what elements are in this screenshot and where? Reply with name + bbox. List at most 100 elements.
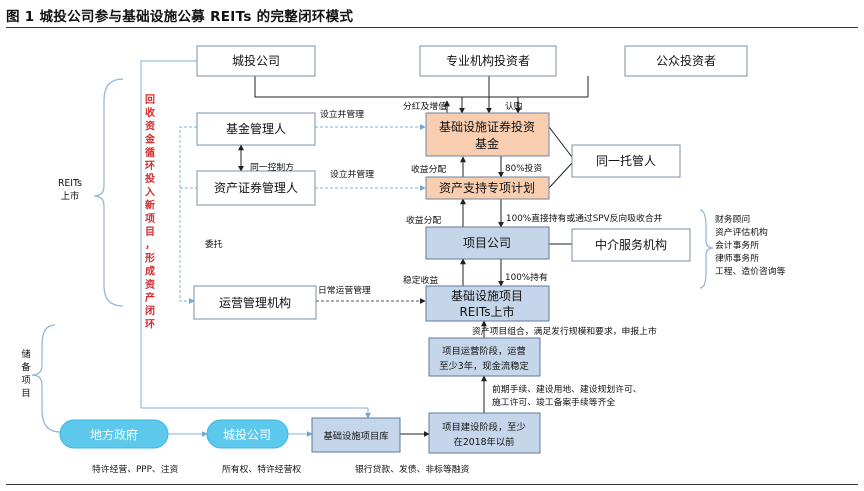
bottom-rule [6, 484, 858, 485]
recovery-char: 环 [145, 160, 155, 172]
subscribe-label: 认购 [505, 100, 523, 112]
infra-project-label-2: REITs上市 [459, 304, 514, 319]
pro-investor-box: 专业机构投资者 [419, 45, 557, 77]
bottom-finance-label: 银行贷款、发债、非标等融资 [355, 463, 470, 475]
recovery-char: 资 [145, 278, 155, 291]
recovery-char: 回 [145, 94, 155, 106]
reserve-project-brace [31, 324, 61, 433]
fund-manager-box: 基金管理人 [196, 112, 316, 146]
reits-listing-label-2: 上市 [61, 190, 80, 202]
custodian-to-fund-line [548, 126, 573, 158]
local-gov-pill: 地方政府 [59, 419, 169, 449]
figure-title: 图 1 城投公司参与基础设施公募 REITs 的完整闭环模式 [6, 9, 354, 25]
recovery-char: 形 [145, 252, 155, 264]
stable-income-label: 稳定收益 [403, 274, 438, 286]
recovery-char: 项 [145, 213, 155, 225]
reits-listing-brace [93, 78, 124, 307]
abs-manager-box: 资产证券管理人 [196, 170, 316, 206]
intermediary-list-item: 财务顾问 [715, 213, 750, 225]
recovery-char: 闭 [145, 304, 155, 317]
project-company-label: 项目公司 [463, 236, 511, 250]
build-stage-box: 项目建设阶段，至少 在2018年以前 [428, 412, 541, 454]
intermediary-list-item: 资产评估机构 [715, 226, 768, 238]
setup-manage-label-1: 设立并管理 [320, 108, 364, 120]
public-investor-box: 公众投资者 [624, 45, 748, 77]
pro-investor-label: 专业机构投资者 [446, 53, 530, 68]
income-dist-label-1: 收益分配 [411, 163, 446, 175]
same-custodian-box: 同一托管人 [571, 144, 681, 178]
intermediary-brace [699, 209, 714, 289]
custodian-to-plan-line [548, 162, 573, 189]
recovery-char: ， [145, 240, 155, 251]
reserve-project-char: 项 [21, 375, 30, 386]
dividend-label: 分红及增值 [403, 100, 447, 112]
entrust-label: 委托 [205, 238, 223, 250]
top-rule [6, 27, 858, 28]
bottom-gov-label: 特许经营、PPP、注资 [92, 463, 178, 475]
abs-plan-label: 资产支持专项计划 [439, 180, 535, 195]
entrust-dashed-line [179, 126, 197, 304]
ops-stage-label-1: 项目运营阶段，运营 [442, 345, 526, 357]
ops-stage-label-2: 至少3年，现金流稳定 [439, 360, 529, 372]
reserve-project-char: 备 [21, 361, 31, 373]
hold-100-label: 100%持有 [505, 271, 548, 283]
daily-ops-label: 日常运营管理 [318, 284, 371, 296]
recovery-char: 产 [145, 291, 155, 304]
project-pool-label: 基础设施项目库 [323, 430, 388, 442]
recovery-char: 循 [145, 146, 155, 159]
invest-80-label: 80%投资 [505, 162, 542, 174]
local-gov-label: 地方政府 [90, 427, 138, 442]
project-company-box: 项目公司 [425, 226, 550, 260]
same-custodian-label: 同一托管人 [596, 153, 656, 168]
infra-fund-label-2: 基金 [475, 136, 499, 151]
intermediary-label: 中介服务机构 [595, 237, 667, 252]
build-stage-label-1: 项目建设阶段，至少 [442, 421, 526, 433]
infra-fund-box: 基础设施证券投资 基金 [425, 112, 550, 157]
income-dist-label-2: 收益分配 [406, 214, 441, 226]
recovery-char: 收 [145, 106, 155, 119]
intermediary-list-item: 会计事务所 [715, 239, 759, 251]
recovery-loop-line [140, 60, 368, 409]
recovery-char: 新 [145, 199, 155, 212]
chengtou-top-label: 城投公司 [232, 53, 280, 68]
asset-portfolio-label: 资产项目组合，满足发行规模和要求，申报上市 [472, 325, 657, 337]
chengtou-bottom-label: 城投公司 [223, 427, 271, 442]
fund-manager-label: 基金管理人 [226, 121, 286, 136]
bottom-ownership-label: 所有权、特许经营权 [222, 463, 301, 475]
setup-manage-label-2: 设立并管理 [330, 168, 374, 180]
intermediary-box: 中介服务机构 [571, 228, 691, 262]
reserve-project-char: 目 [21, 388, 30, 399]
same-controller-label: 同一控制方 [250, 161, 294, 173]
pre-procedures-label-1: 前期手续、建设用地、建设规划许可、 [492, 383, 642, 395]
intermediary-list-item: 律师事务所 [715, 252, 759, 264]
investor-bus-line [254, 76, 588, 98]
abs-manager-label: 资产证券管理人 [214, 180, 298, 195]
infra-project-box: 基础设施项目 REITs上市 [425, 285, 550, 322]
chengtou-top-box: 城投公司 [196, 45, 316, 77]
ops-manager-label: 运营管理机构 [219, 295, 291, 310]
infra-project-label-1: 基础设施项目 [451, 289, 523, 303]
recovery-char: 金 [144, 133, 156, 146]
hold-100-spv-label: 100%直接持有或通过SPV反向吸收合并 [506, 212, 663, 224]
abs-plan-box: 资产支持专项计划 [425, 176, 550, 200]
pre-procedures-label-2: 施工许可、竣工备案手续等齐全 [492, 396, 615, 408]
recovery-char: 投 [145, 172, 155, 185]
ops-manager-box: 运营管理机构 [193, 285, 317, 320]
infra-fund-label-1: 基础设施证券投资 [439, 119, 535, 134]
recovery-char: 成 [145, 265, 155, 278]
recovery-char: 资 [145, 119, 155, 132]
reits-listing-label-1: REITs [58, 178, 82, 189]
recovery-char: 入 [145, 186, 155, 198]
ops-stage-box: 项目运营阶段，运营 至少3年，现金流稳定 [428, 337, 541, 377]
recovery-char: 目 [145, 226, 155, 238]
recovery-char: 环 [145, 318, 155, 330]
build-stage-label-2: 在2018年以前 [454, 436, 515, 448]
project-pool-box: 基础设施项目库 [311, 417, 401, 453]
chengtou-bottom-pill: 城投公司 [206, 419, 289, 449]
intermediary-list-item: 工程、造价咨询等 [715, 265, 786, 277]
reserve-project-char: 储 [21, 348, 30, 360]
public-investor-label: 公众投资者 [656, 53, 716, 68]
